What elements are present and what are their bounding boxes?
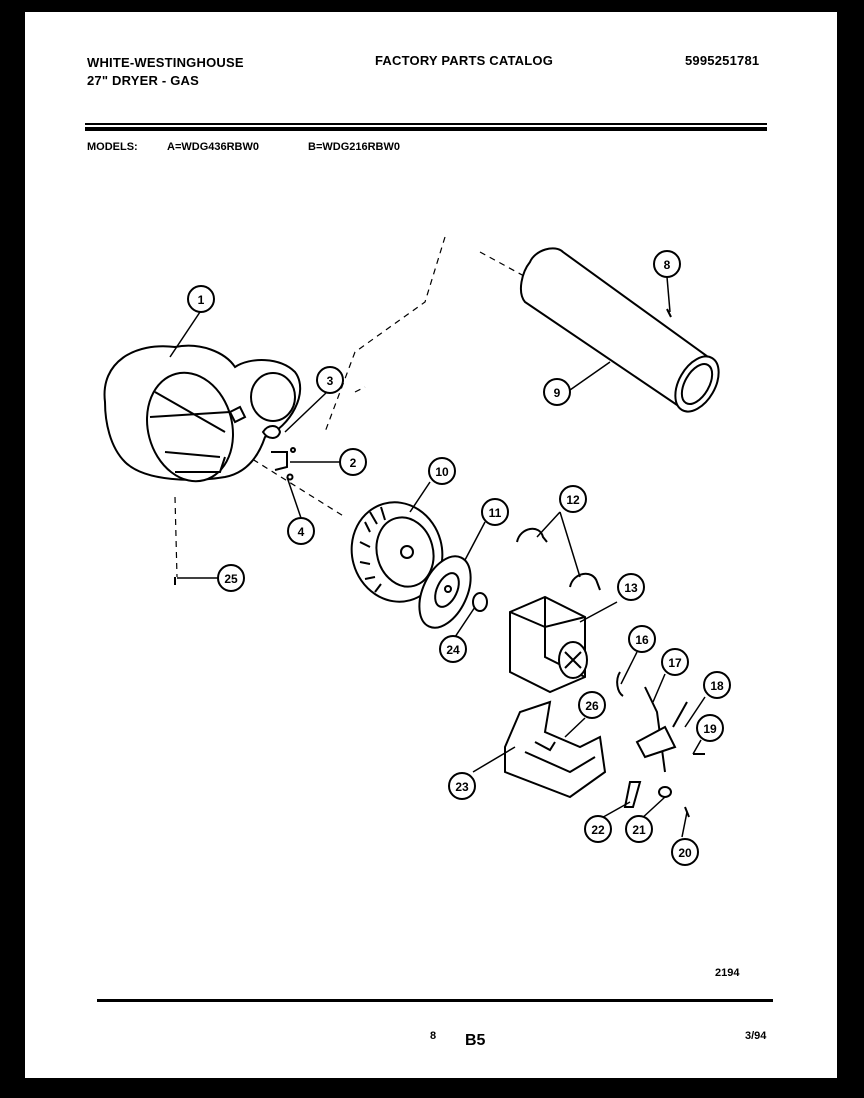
blower-housing-part	[103, 344, 302, 483]
callout-circle	[187, 285, 215, 313]
callout-24: 24	[439, 635, 467, 663]
callout-19: 19	[696, 714, 724, 742]
leader-lines	[169, 276, 706, 838]
callout-number: 22	[591, 823, 605, 837]
callout-number: 12	[566, 493, 580, 507]
model-a: A=WDG436RBW0	[167, 141, 259, 153]
callout-circle	[448, 772, 476, 800]
callout-number: 25	[224, 572, 238, 586]
header-rule-thin	[85, 123, 767, 125]
callout-number: 1	[198, 293, 205, 307]
callout-22: 22	[584, 815, 612, 843]
catalog-number: 5995251781	[685, 53, 760, 68]
callout-2: 2	[339, 448, 367, 476]
catalog-title: FACTORY PARTS CATALOG	[375, 53, 554, 68]
blower-wheel-part	[350, 501, 444, 603]
page-number: 8	[430, 1030, 437, 1042]
callout-number: 16	[635, 633, 649, 647]
callout-21: 21	[625, 815, 653, 843]
callout-circle	[217, 564, 245, 592]
footer-rule	[97, 999, 773, 1002]
callout-circle	[653, 250, 681, 278]
callout-circle	[578, 691, 606, 719]
callout-25: 25	[217, 564, 245, 592]
callout-circle	[671, 838, 699, 866]
callout-number: 24	[446, 643, 460, 657]
callout-circle	[625, 815, 653, 843]
callout-10: 10	[428, 457, 456, 485]
header-rule-thick	[85, 127, 767, 131]
callout-23: 23	[448, 772, 476, 800]
callout-circle	[339, 448, 367, 476]
callout-18: 18	[703, 671, 731, 699]
callout-11: 11	[481, 498, 509, 526]
pulley-part	[418, 555, 472, 629]
callout-circle	[617, 573, 645, 601]
callout-13: 13	[617, 573, 645, 601]
callout-number: 3	[327, 374, 334, 388]
motor-mount-part	[504, 700, 607, 799]
callout-number: 23	[455, 780, 469, 794]
callout-circle	[584, 815, 612, 843]
callout-circle	[661, 648, 689, 676]
model-b: B=WDG216RBW0	[308, 141, 400, 153]
callout-circle	[287, 517, 315, 545]
callout-number: 13	[624, 581, 638, 595]
callout-circle	[428, 457, 456, 485]
motor-part	[509, 595, 588, 694]
parts-catalog-sheet: WHITE-WESTINGHOUSE 27" DRYER - GAS FACTO…	[25, 12, 837, 1078]
section-code: B5	[465, 1032, 486, 1049]
callout-4: 4	[287, 517, 315, 545]
callout-number: 8	[664, 258, 671, 272]
callout-16: 16	[628, 625, 656, 653]
duct-part	[519, 247, 720, 413]
brand-name: WHITE-WESTINGHOUSE	[87, 55, 244, 70]
idler-assembly-parts	[616, 671, 705, 818]
callout-26: 26	[578, 691, 606, 719]
callout-number: 19	[703, 722, 717, 736]
callout-circle	[316, 366, 344, 394]
callout-circle	[628, 625, 656, 653]
callout-number: 11	[489, 506, 502, 520]
callout-8: 8	[653, 250, 681, 278]
callout-circle	[543, 378, 571, 406]
callout-12: 12	[559, 485, 587, 513]
callout-circle	[559, 485, 587, 513]
clip-parts	[261, 425, 296, 481]
callout-number: 21	[632, 823, 646, 837]
callout-number: 9	[554, 386, 561, 400]
callout-circle	[481, 498, 509, 526]
callout-number: 20	[678, 846, 692, 860]
callout-number: 4	[298, 525, 305, 539]
callout-9: 9	[543, 378, 571, 406]
catalog-date: 3/94	[745, 1030, 767, 1042]
callout-number: 18	[710, 679, 724, 693]
coupling-part	[472, 592, 488, 612]
callout-3: 3	[316, 366, 344, 394]
callout-20: 20	[671, 838, 699, 866]
callout-circle	[696, 714, 724, 742]
callout-17: 17	[661, 648, 689, 676]
callout-number: 17	[668, 656, 682, 670]
models-label: MODELS:	[87, 141, 138, 153]
callout-circle	[703, 671, 731, 699]
motor-clamp-parts	[516, 527, 601, 591]
callout-1: 1	[187, 285, 215, 313]
drawing-number: 2194	[715, 967, 740, 979]
callout-number: 10	[435, 465, 449, 479]
callout-circle	[439, 635, 467, 663]
callout-number: 2	[350, 456, 357, 470]
product-name: 27" DRYER - GAS	[87, 73, 199, 88]
callout-number: 26	[585, 699, 599, 713]
